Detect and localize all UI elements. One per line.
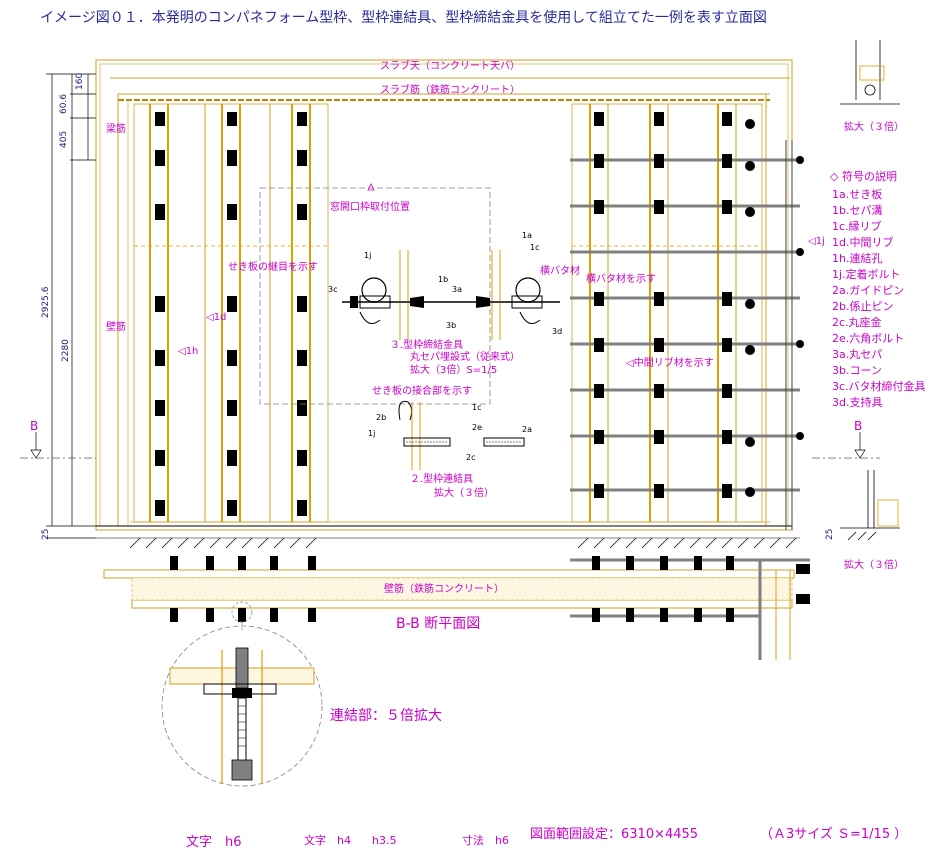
- plan-section: [103, 556, 810, 660]
- dim-25-left: 25: [41, 529, 51, 540]
- legend-item: 2c.丸座金: [832, 315, 882, 329]
- detail2-label-2a: 2a: [522, 425, 532, 434]
- window-frame-label: 窓開口枠取付位置: [330, 200, 410, 213]
- beam-rebar-label: 梁筋: [106, 122, 126, 135]
- right-formwork-panels: [570, 103, 800, 530]
- detail3-label-3a: 3a: [452, 285, 462, 294]
- detail2-scale: 拡大（３倍）: [434, 486, 494, 499]
- right-fasteners: [594, 112, 804, 498]
- slab-frame: [95, 59, 793, 531]
- legend-item: 1c.縁リブ: [832, 219, 882, 233]
- legend-item: 2b.係止ピン: [832, 300, 893, 313]
- left-formwork-panels: [133, 103, 329, 523]
- rib-1d-label: ◁1d: [206, 312, 226, 323]
- rib-1h-label: ◁1h: [178, 346, 198, 357]
- section-mark-left-label: B: [30, 419, 38, 433]
- detail3-labels: 1j 1b 3a 3c 3b 1a 1c 3d 横バタ材: [328, 231, 580, 336]
- legend-item: 1b.セパ溝: [832, 204, 882, 217]
- left-dimensions: [46, 73, 96, 539]
- detail2-connector: せき板の接合部を示す 2b 1j 1c 2e 2c 2a: [368, 384, 532, 470]
- legend-item: 1a.せき板: [832, 187, 882, 201]
- detail3-fastener: [342, 250, 560, 340]
- legend-header: ◇ 符号の説明: [830, 169, 897, 183]
- detail3-label-batten: 横バタ材: [540, 264, 580, 277]
- middle-rib-label: ◁中間リブ材を示す: [626, 356, 714, 369]
- plan-wall-rebar-label: 壁筋（鉄筋コンクリート）: [384, 582, 504, 595]
- detail3-scale: 拡大（3倍）S=1/5: [410, 363, 497, 376]
- ground-hatch: [96, 537, 800, 549]
- plan-title: B-B 断平面図: [396, 616, 480, 632]
- detail2-title: ２.型枠連結具: [410, 472, 473, 485]
- legend-item: 2a.ガイドピン: [832, 284, 904, 297]
- legend-item: 2e.六角ボルト: [832, 332, 904, 345]
- legend-list: 1a.せき板 1b.セパ溝 1c.縁リブ 1d.中間リブ 1h.連結孔 1j.定…: [832, 187, 926, 409]
- detail2-joint-label: せき板の接合部を示す: [372, 384, 472, 397]
- detail3-label-1b: 1b: [438, 275, 448, 284]
- legend-item: 3b.コーン: [832, 364, 882, 377]
- legend-item: 3a.丸セパ: [832, 348, 882, 361]
- footer-h3-5: h3.5: [372, 834, 396, 847]
- section-mark-left: B: [20, 419, 96, 459]
- legend-item: 1j.定着ボルト: [832, 267, 901, 281]
- rib-1j-right-label: ◁1j: [808, 236, 825, 247]
- detail2-label-2b: 2b: [376, 413, 386, 422]
- detail3-label-1a: 1a: [522, 231, 532, 240]
- detail2-label-1c: 1c: [472, 403, 482, 412]
- detail3-label-3c: 3c: [328, 285, 338, 294]
- right-detail-bottom: [840, 470, 900, 541]
- right-enlarge-top: 拡大（３倍）: [844, 120, 904, 133]
- dim-2925-6: 2925.6: [41, 286, 51, 318]
- dim-2280: 2280: [61, 339, 71, 362]
- detail2-label-2e: 2e: [472, 423, 482, 432]
- drawing-title: イメージ図０１．本発明のコンパネフォーム型枠、型枠連結具、型枠締結金具を使用して…: [40, 9, 767, 26]
- detail3-label-3d: 3d: [552, 327, 562, 336]
- dim-25-right: 25: [825, 529, 835, 540]
- detail3-label-3b: 3b: [446, 321, 456, 330]
- footer-paper: （Ａ3サイズ Ｓ=1/15 ）: [760, 826, 907, 842]
- footer-range: 図面範囲設定：6310×4455: [530, 826, 698, 842]
- detail3-label-1c: 1c: [530, 243, 540, 252]
- legend-item: 1h.連結孔: [832, 251, 882, 265]
- legend-item: 1d.中間リブ: [832, 235, 893, 249]
- detail3-subtitle: 丸セパ埋設式（従来式）: [410, 350, 520, 363]
- wall-rebar-label: 壁筋: [106, 320, 126, 333]
- detail2-label-1j: 1j: [368, 429, 375, 438]
- footer-dim-h6: 寸法 h6: [462, 833, 509, 847]
- dim-405: 405: [59, 131, 69, 148]
- detail2-label-2c: 2c: [466, 453, 476, 462]
- legend-item: 3d.支持具: [832, 395, 882, 409]
- footer-text-h4: 文字 h4: [304, 833, 351, 847]
- right-enlarge-bottom: 拡大（３倍）: [844, 558, 904, 571]
- window-frame-marker: [367, 183, 375, 191]
- joint-detail-circle: [161, 601, 323, 787]
- horizontal-batten-label: 横バタ材を示す: [586, 272, 656, 285]
- slab-top-label: スラブ天（コンクリート天バ）: [380, 59, 520, 72]
- joint-marks-label: せき板の継目を示す: [228, 260, 318, 273]
- footer-text-h6: 文字 h6: [186, 835, 242, 850]
- joint-detail-label: 連結部：５倍拡大: [330, 708, 442, 724]
- slab-rebar-label: スラブ筋（鉄筋コンクリート）: [380, 83, 520, 96]
- legend-item: 3c.バタ材締付金具: [832, 379, 926, 393]
- left-fasteners: [155, 112, 307, 516]
- dim-160: 160: [75, 73, 85, 90]
- section-mark-right: B: [812, 419, 880, 459]
- right-detail-top: [840, 40, 900, 105]
- detail3-label-1j: 1j: [364, 251, 371, 260]
- window-opening-outline: [259, 187, 491, 405]
- detail3-title: ３.型枠締結金具: [390, 338, 463, 351]
- dim-60-6: 60.6: [59, 94, 69, 114]
- section-mark-right-label: B: [854, 419, 862, 433]
